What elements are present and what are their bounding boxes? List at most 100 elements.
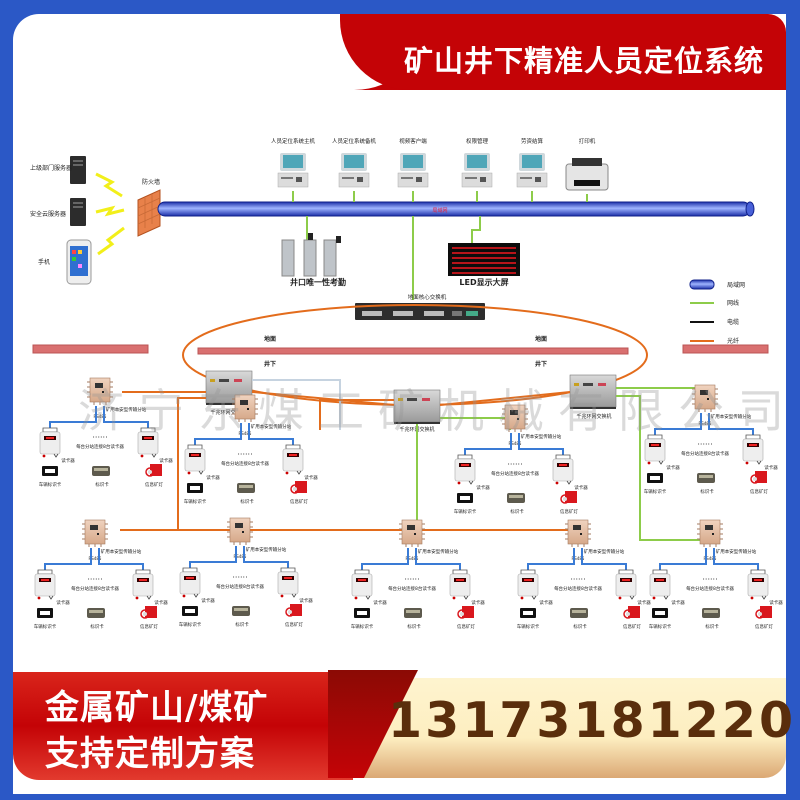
surface-label: 地面: [264, 335, 276, 343]
led-screen-icon: [448, 243, 520, 276]
substation-label: 矿用本安型传输分站: [716, 548, 757, 555]
substation-cluster: 矿用本安型传输分站RS485读卡器读卡器······每台分站连接8台读卡器车辆标…: [184, 394, 318, 505]
substation-label: 矿用本安型传输分站: [418, 548, 459, 555]
item-label: 信息矿灯: [457, 623, 475, 630]
reader-label: 读卡器: [764, 464, 778, 471]
card-reader-icon: [517, 569, 539, 600]
footer-banner-right: 13173181220: [328, 678, 793, 778]
terminal-label: 劳资结算: [521, 137, 544, 145]
rs485-bus: [361, 548, 461, 570]
item-label: 标识卡: [235, 621, 249, 628]
item-label: 标识卡: [705, 623, 719, 630]
rs485-label: RS485: [699, 421, 712, 426]
rs485-bus: [49, 406, 149, 428]
substation-label: 矿用本安型传输分站: [584, 548, 625, 555]
terminal-label: 打印机: [579, 137, 596, 145]
card-reader-icon: [649, 569, 671, 600]
cap-lamp-icon: [560, 490, 578, 504]
computer-icon: [461, 152, 493, 188]
terminal-label: 权限管理: [466, 137, 489, 145]
vehicle-card-icon: [187, 483, 203, 493]
substation-icon: [691, 384, 719, 413]
terminal-label: 人员定位系统备机: [332, 137, 377, 145]
server-icon: [70, 156, 86, 184]
item-label: 标识卡: [700, 488, 714, 495]
reader-label: 读卡器: [637, 599, 651, 606]
reader-label: 读卡器: [666, 464, 680, 471]
lan-bus: 局域网: [157, 201, 755, 217]
vehicle-card-icon: [182, 606, 198, 616]
substation-cluster: 矿用本安型传输分站RS485读卡器读卡器······每台分站连接8台读卡器车辆标…: [351, 519, 485, 630]
substation-cluster: 矿用本安型传输分站RS485读卡器读卡器······每台分站连接8台读卡器车辆标…: [179, 517, 313, 628]
item-label: 信息矿灯: [623, 623, 641, 630]
footer-banner-left: 金属矿山/煤矿 支持定制方案: [13, 672, 353, 780]
substation-cluster: 矿用本安型传输分站RS485读卡器读卡器······每台分站连接8台读卡器车辆标…: [454, 404, 588, 515]
reader-label: 读卡器: [299, 597, 313, 604]
underground-label: 井下: [264, 360, 276, 368]
card-reader-icon: [552, 454, 574, 485]
rs485-bus: [654, 413, 754, 435]
rs485-label: RS485: [406, 556, 419, 561]
item-label: 车辆标识卡: [34, 623, 57, 630]
card-reader-icon: [132, 569, 154, 600]
rs485-label: RS485: [234, 554, 247, 559]
vehicle-card-icon: [520, 608, 536, 618]
server-icon: [70, 198, 86, 226]
computer-icon: [338, 152, 370, 188]
id-card-icon: [92, 466, 110, 476]
top-left-devices: 上级部门服务器 安全云服务器 手机 防火墙: [30, 156, 161, 285]
computer-icon: [397, 152, 429, 188]
card-reader-icon: [184, 444, 206, 475]
item-label: 车辆标识卡: [517, 623, 540, 630]
rs485-bus: [659, 548, 759, 570]
gate-and-led: 井口唯一性考勤 LED显示大屏 地面核心交换机: [281, 216, 520, 320]
vehicle-card-icon: [647, 473, 663, 483]
item-label: 信息矿灯: [755, 623, 773, 630]
card-reader-icon: [282, 444, 304, 475]
wireless-link-icon: [95, 172, 123, 198]
ground-line: 地面 地面 井下 井下: [32, 335, 769, 368]
substation-icon: [81, 519, 109, 548]
item-label: 信息矿灯: [750, 488, 768, 495]
card-reader-icon: [449, 569, 471, 600]
card-reader-icon: [277, 567, 299, 598]
card-reader-icon: [351, 569, 373, 600]
legend-label: 光纤: [727, 337, 739, 345]
vehicle-card-icon: [354, 608, 370, 618]
ring-switch-label: 千兆环网交换机: [210, 409, 245, 416]
card-reader-icon: [742, 434, 764, 465]
more-readers-dots: ······: [92, 433, 107, 442]
card-reader-icon: [137, 427, 159, 458]
item-label: 车辆标识卡: [644, 488, 667, 495]
ring-switch-icon: [393, 389, 441, 425]
item-label: 车辆标识卡: [454, 508, 477, 515]
rs485-bus: [44, 548, 144, 570]
more-readers-dots: ······: [507, 460, 522, 469]
substation-icon: [564, 519, 592, 548]
item-label: 信息矿灯: [285, 621, 303, 628]
firewall-icon: [137, 189, 161, 237]
vehicle-card-icon: [37, 608, 53, 618]
item-label: 信息矿灯: [560, 508, 578, 515]
rs485-bus: [189, 546, 289, 568]
core-switch-icon: [355, 303, 485, 320]
reader-label: 读卡器: [56, 599, 70, 606]
item-label: 车辆标识卡: [179, 621, 202, 628]
item-label: 信息矿灯: [145, 481, 163, 488]
id-card-icon: [87, 608, 105, 618]
cap-lamp-icon: [623, 605, 641, 619]
more-readers-dots: ······: [87, 575, 102, 584]
reader-label: 读卡器: [769, 599, 783, 606]
id-card-icon: [507, 493, 525, 503]
reader-label: 读卡器: [304, 474, 318, 481]
cap-lamp-icon: [290, 480, 308, 494]
substation-cluster: 矿用本安型传输分站RS485读卡器读卡器······每台分站连接8台读卡器车辆标…: [644, 384, 778, 495]
legend-lan-swatch: [689, 279, 715, 290]
vehicle-card-icon: [652, 608, 668, 618]
page-title: 矿山井下精准人员定位系统: [403, 44, 764, 78]
phone-number[interactable]: 13173181220: [388, 692, 797, 749]
legend-label: 电缆: [727, 318, 739, 326]
substation-icon: [231, 394, 259, 423]
phone-icon: [66, 239, 92, 285]
cap-lamp-icon: [285, 603, 303, 617]
